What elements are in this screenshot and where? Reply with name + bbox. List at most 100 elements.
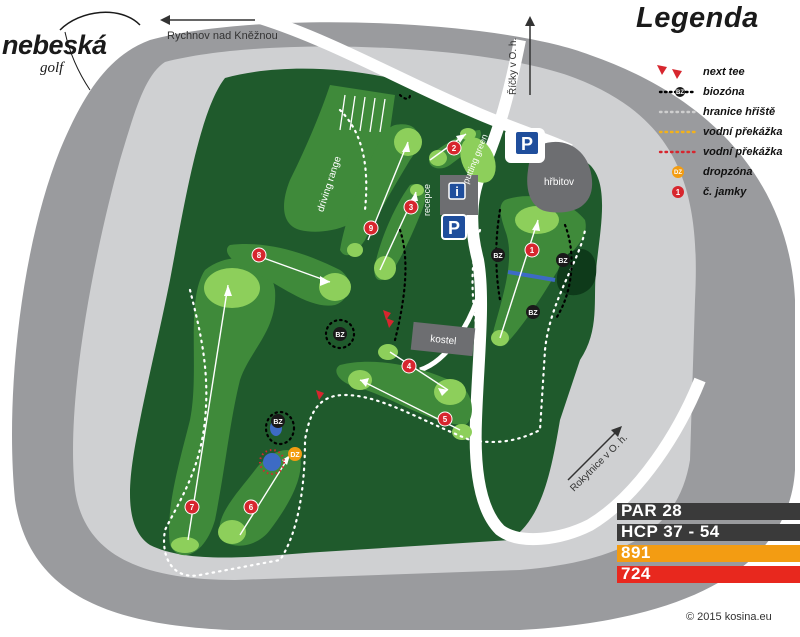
legend-symbols: [657, 65, 697, 198]
tee-7: [171, 537, 199, 553]
bz-marker: [333, 327, 347, 341]
stat-length-red: 724: [617, 564, 800, 583]
bz-label: BZ: [528, 310, 538, 317]
tee-9: [347, 243, 363, 257]
bz-marker: [491, 248, 505, 262]
stat-hcp-label: HCP 37 - 54: [621, 522, 720, 541]
hole-marker-3: [403, 199, 419, 215]
green-6: [218, 520, 246, 544]
logo: nebeská golf: [2, 30, 107, 76]
tee-3: [410, 184, 424, 196]
course-boundary-2: [338, 108, 482, 347]
fairway-6: [219, 450, 301, 546]
course-boundary: [162, 228, 587, 577]
legend-label-biozone: biozóna: [703, 86, 745, 98]
stat-par: PAR 28: [617, 501, 800, 520]
hole-number-2: 2: [452, 144, 457, 153]
green-7: [204, 268, 260, 308]
arrow-rokytnice-head: [611, 426, 622, 437]
dropzone-icon: [672, 166, 684, 178]
road-label-rychnov: Rychnov nad Kněžnou: [167, 30, 278, 42]
parking-sign-north: [514, 130, 540, 156]
church-label: kostel: [430, 334, 457, 348]
hole-number-8: 8: [257, 251, 262, 260]
green-3: [374, 256, 396, 280]
stat-length-orange: 891: [617, 543, 800, 562]
logo-subtext: golf: [40, 60, 64, 76]
hole-number-7: 7: [190, 503, 195, 512]
driving-range-lanes: [339, 94, 386, 133]
bz-label: BZ: [335, 332, 345, 339]
hole-number-6: 6: [249, 503, 254, 512]
stat-hcp: HCP 37 - 54: [617, 522, 800, 541]
fairway-7-8: [169, 258, 276, 556]
hole-number-5: 5: [443, 415, 448, 424]
tee-4: [378, 344, 398, 360]
hole-marker-4: [401, 358, 417, 374]
green-2: [429, 150, 447, 166]
arrow-ricky-head: [525, 16, 535, 26]
reception-label: recepce: [422, 184, 432, 216]
hole-markers: [184, 140, 540, 515]
legend-label-next-tee: next tee: [703, 66, 745, 78]
hole-marker-2: [446, 140, 462, 156]
bz-marker: [271, 414, 285, 428]
bz-label: BZ: [273, 419, 283, 426]
green-1: [515, 206, 559, 234]
logo-flag: [64, 31, 91, 91]
hole-number-icon: [672, 186, 684, 198]
hole-marker-8: [251, 247, 267, 263]
fairway-1: [493, 196, 586, 347]
dz-label: DZ: [290, 452, 300, 459]
hole-marker-7: [184, 499, 200, 515]
green-4: [434, 379, 466, 405]
bz-marker: [556, 253, 570, 267]
dz-marker: [288, 447, 302, 461]
legend-hole-marker: 1: [676, 188, 681, 197]
copyright: © 2015 kosina.eu: [686, 611, 772, 623]
next-tee-icon-2: [672, 69, 682, 79]
water-hazard-1: [507, 270, 556, 282]
stat-par-label: PAR 28: [621, 501, 683, 520]
putting-green-area: [460, 137, 496, 183]
parking-label-west: P: [448, 218, 460, 238]
legend-dz-marker: DZ: [674, 170, 682, 176]
stat-length-red-label: 724: [621, 564, 651, 583]
stat-length-orange-label: 891: [621, 543, 651, 562]
hole-number-4: 4: [407, 362, 412, 371]
legend-title: Legenda: [636, 2, 759, 34]
legend-label-water-yellow: vodní překážka: [703, 126, 783, 138]
water-red-dots: [259, 449, 285, 475]
arrow-rychnov-head: [160, 15, 170, 25]
hole-marker-1: [524, 242, 540, 258]
logo-swoosh: [59, 11, 141, 31]
course-rough: [130, 68, 603, 558]
church: [410, 321, 476, 357]
hole-marker-6: [243, 499, 259, 515]
parking-label-north: P: [521, 134, 533, 154]
play-arrowheads: [224, 134, 540, 465]
parking-sign-west: [441, 214, 467, 240]
logo-text: nebeská: [2, 30, 107, 60]
bz-label: BZ: [493, 253, 503, 260]
biozone-markers: [271, 248, 570, 428]
hole-marker-9: [363, 220, 379, 236]
road-label-ricky: Říčky v O. h.: [506, 38, 519, 95]
bz-marker: [526, 305, 540, 319]
info-sign: [448, 182, 466, 200]
info-label: i: [455, 184, 459, 199]
legend-label-boundary: hranice hřiště: [703, 106, 776, 118]
fairway-9: [340, 124, 419, 256]
bz-label: BZ: [558, 258, 568, 265]
arrow-rokytnice: [567, 429, 619, 481]
green-8: [319, 273, 351, 301]
legend-label-hole-number: č. jamky: [703, 186, 747, 198]
hole-marker-5: [437, 411, 453, 427]
water-hazard-6: [263, 453, 281, 471]
biozone-icon: [658, 87, 697, 97]
hole-number-9: 9: [369, 224, 374, 233]
hole-number-1: 1: [530, 246, 535, 255]
legend-bz-marker: BZ: [676, 90, 684, 96]
legend-label-dropzone: dropzóna: [703, 166, 753, 178]
